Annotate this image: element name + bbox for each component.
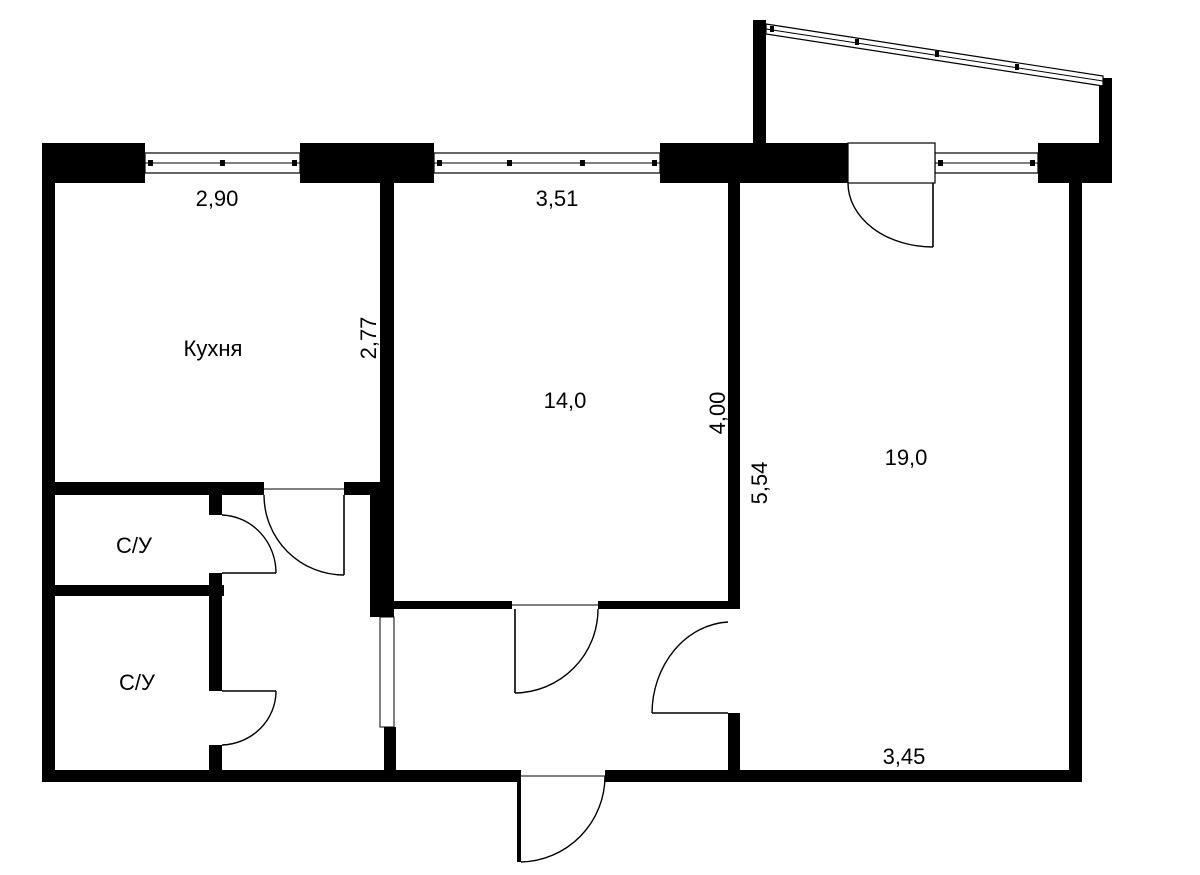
large-room-door	[651, 621, 729, 714]
kitchen-depth-label: 2,77	[356, 317, 381, 360]
large-depth-label: 5,54	[747, 462, 772, 505]
exterior-top-wall	[42, 143, 1112, 183]
balcony	[753, 20, 1112, 148]
kitchen-name-label: Кухня	[184, 336, 243, 361]
bathroom2-label: С/У	[119, 670, 156, 695]
window-large-room	[934, 152, 1039, 174]
middle-depth-label: 4,00	[705, 392, 730, 435]
entrance-door	[517, 770, 606, 863]
bathroom2-door	[221, 690, 277, 746]
large-width-label: 3,45	[883, 744, 926, 769]
middle-area-label: 14,0	[544, 388, 587, 413]
kitchen-width-label: 2,90	[196, 186, 239, 211]
interior-walls	[42, 175, 740, 775]
bathroom1-label: С/У	[116, 533, 153, 558]
exterior-walls	[42, 175, 1082, 782]
window-middle-room	[433, 152, 661, 174]
middle-room-door	[512, 604, 599, 694]
middle-width-label: 3,51	[536, 186, 579, 211]
large-area-label: 19,0	[885, 445, 928, 470]
bathroom1-door	[221, 514, 277, 574]
window-kitchen	[144, 152, 301, 174]
balcony-door	[847, 142, 936, 248]
kitchen-door	[263, 488, 345, 576]
